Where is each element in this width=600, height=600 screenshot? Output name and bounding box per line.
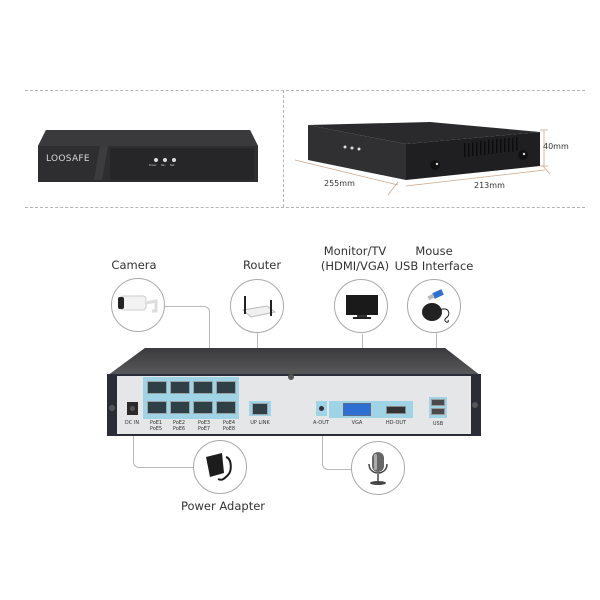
label-power-adapter: Power Adapter [180, 499, 266, 513]
led-power-label: Power [149, 164, 157, 167]
vga-label: VGA [351, 420, 363, 426]
poe-label-2-bottom: PoE6 [172, 426, 186, 432]
label-camera: Camera [111, 258, 157, 272]
usb-port-2[interactable] [431, 408, 445, 415]
divider-bottom [25, 207, 585, 208]
dc-in-label: DC IN [124, 420, 140, 426]
label-mouse-line1: Mouse [415, 244, 453, 258]
led-power [154, 158, 158, 162]
poe-port-5[interactable] [147, 401, 167, 414]
front-leds: Power Rec Net [149, 156, 192, 168]
power-adapter-circle [193, 440, 247, 494]
camera-circle [111, 278, 165, 332]
power-adapter-icon [206, 453, 232, 481]
label-monitor-line1: Monitor/TV [323, 244, 387, 258]
uplink-port[interactable] [252, 403, 268, 415]
poe-port-1[interactable] [147, 381, 167, 394]
led-net-label: Net [170, 164, 175, 167]
label-router: Router [242, 258, 282, 272]
perspective-view-device: 255mm 213mm 40mm [290, 110, 600, 205]
divider-top [25, 90, 585, 91]
dimension-height: 40mm [543, 142, 569, 151]
poe-port-6[interactable] [170, 401, 190, 414]
dimension-width: 213mm [474, 181, 505, 190]
poe-label-3-bottom: PoE7 [197, 426, 211, 432]
connector-camera [165, 306, 210, 377]
dimension-depth: 255mm [324, 179, 355, 188]
poe-port-8[interactable] [216, 401, 236, 414]
poe-label-4-top: PoE4 [222, 420, 236, 426]
divider-middle [283, 90, 284, 207]
hdmi-port[interactable] [386, 406, 406, 414]
led-rec-label: Rec [161, 164, 166, 167]
poe-port-4[interactable] [216, 381, 236, 394]
connector-audio [322, 428, 353, 470]
uplink-label: UP LINK [250, 420, 270, 426]
vga-port[interactable] [343, 403, 371, 416]
mouse-circle [407, 279, 461, 333]
poe-port-7[interactable] [193, 401, 213, 414]
monitor-icon [346, 295, 378, 319]
poe-label-2-top: PoE2 [172, 420, 186, 426]
usb-label: USB [432, 421, 444, 427]
front-view-device: LOOSAFE Power Rec Net [36, 128, 260, 184]
led-rec [163, 158, 167, 162]
microphone-circle [351, 441, 405, 495]
usb-port-1[interactable] [431, 399, 445, 406]
poe-port-3[interactable] [193, 381, 213, 394]
label-mouse-line2: USB Interface [394, 259, 474, 273]
poe-label-1-top: PoE1 [149, 420, 163, 426]
monitor-circle [334, 279, 388, 333]
label-monitor-line2: (HDMI/VGA) [320, 259, 390, 273]
connector-power [133, 428, 194, 468]
dc-in-jack[interactable] [127, 402, 138, 415]
poe-label-3-top: PoE3 [197, 420, 211, 426]
camera-icon [118, 295, 158, 313]
aout-port-block [316, 401, 327, 416]
brand-logo: LOOSAFE [46, 154, 90, 164]
poe-port-2[interactable] [170, 381, 190, 394]
poe-label-4-bottom: PoE8 [222, 426, 236, 432]
aout-label: A-OUT [313, 420, 329, 426]
led-net [172, 158, 176, 162]
router-icon [241, 296, 277, 318]
microphone-icon [368, 452, 388, 485]
router-circle [230, 279, 284, 333]
poe-label-1-bottom: PoE5 [149, 426, 163, 432]
hdout-label: HD-OUT [385, 420, 407, 426]
mouse-usb-icon [422, 289, 450, 323]
